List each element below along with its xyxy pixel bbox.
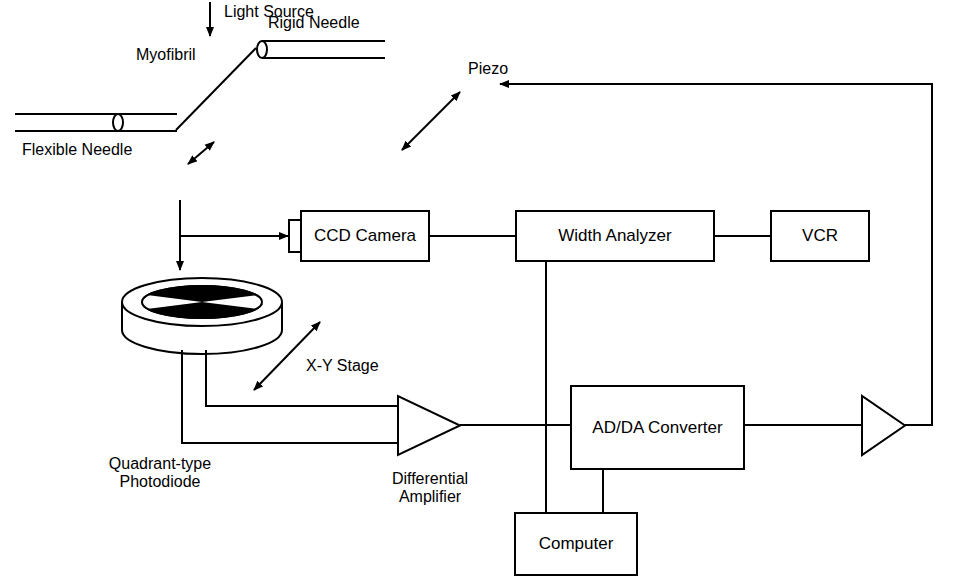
connector-line	[602, 470, 604, 512]
box-label: Width Analyzer	[558, 226, 671, 246]
part-label: Myofibril	[136, 46, 196, 64]
output-amplifier	[862, 396, 905, 455]
part-label: X-Y Stage	[306, 357, 379, 375]
process-box: Computer	[514, 512, 638, 576]
flexible-needle	[15, 114, 177, 131]
rigid-needle	[257, 41, 385, 58]
process-box: Width Analyzer	[515, 210, 715, 262]
signal-wire	[745, 424, 862, 426]
part-label: Differential Amplifier	[380, 470, 480, 507]
differential-amplifier	[398, 396, 460, 455]
signal-wire	[460, 424, 570, 426]
process-box: AD/DA Converter	[570, 385, 745, 470]
motion-arrow	[188, 142, 214, 164]
process-box: CCD Camera	[300, 210, 430, 262]
connector-line	[545, 262, 547, 512]
process-box: VCR	[770, 210, 870, 262]
signal-wire	[206, 350, 398, 406]
box-label: AD/DA Converter	[592, 418, 722, 438]
box-label: CCD Camera	[314, 226, 416, 246]
part-label: Quadrant-type Photodiode	[100, 455, 220, 492]
part-label: Flexible Needle	[22, 141, 132, 159]
piezo-arrow	[402, 92, 460, 150]
piezo-drive-wire	[500, 84, 932, 425]
box-label: Computer	[539, 534, 614, 554]
signal-wire	[182, 350, 398, 443]
box-label: VCR	[802, 226, 838, 246]
part-label: Piezo	[468, 60, 508, 78]
connector-line	[715, 235, 770, 237]
part-label: Rigid Needle	[268, 14, 360, 32]
light-arrow	[209, 2, 211, 36]
xy-stage-arrow	[254, 322, 320, 390]
light-branch	[180, 235, 288, 237]
quadrant-photodiode	[122, 278, 282, 354]
connector-line	[430, 235, 515, 237]
